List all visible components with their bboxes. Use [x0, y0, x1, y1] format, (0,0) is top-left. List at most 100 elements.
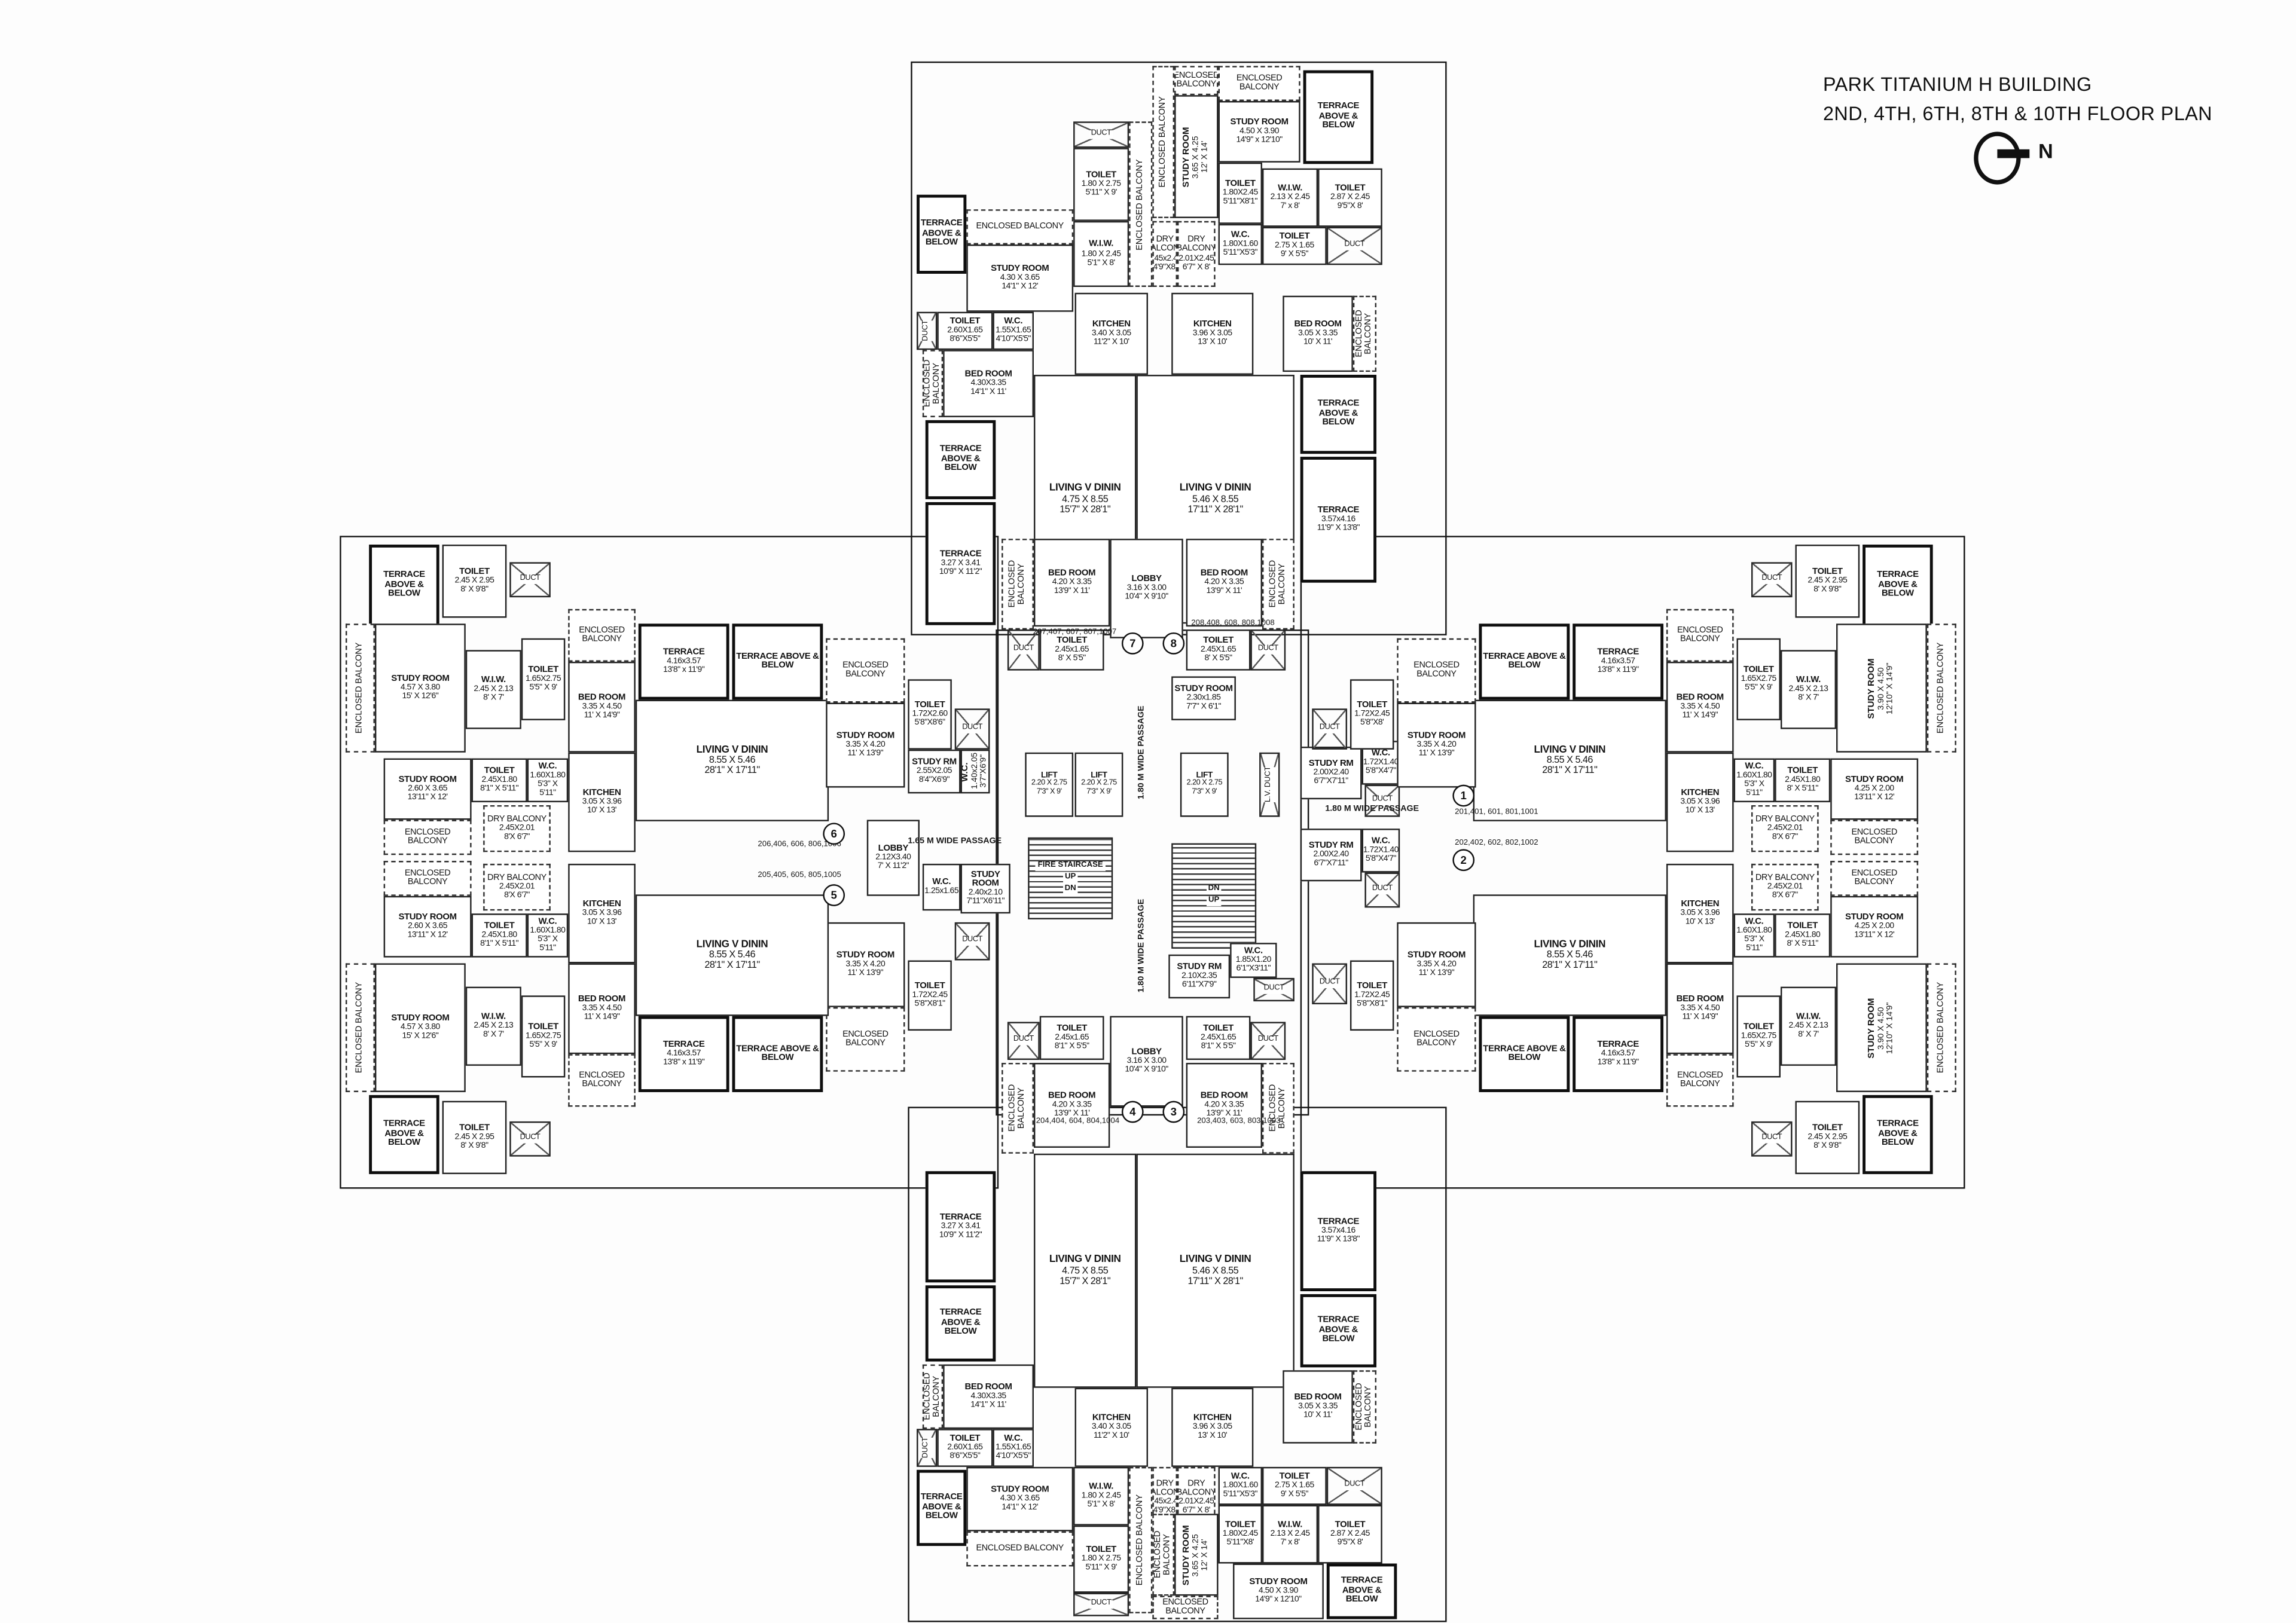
encbal-sm-2: ENCLOSED BALCONY	[1830, 861, 1919, 896]
wc-125-5-name: W.C.	[932, 876, 951, 887]
toilet-165-1-dim-ft: 5'5" X 9'	[1745, 684, 1773, 693]
toilet-2451-6-dim-ft: 8'1" X 5'11"	[480, 785, 519, 794]
fire-staircase-label: FIRE STAIRCASE	[1036, 862, 1106, 872]
duct-top-7-name: DUCT	[1089, 130, 1113, 139]
wc-1618-6-dim-ft: 5'3" X 5'11"	[538, 780, 558, 799]
encbal-vert-1-name: ENCLOSED BALCONY	[1937, 642, 1946, 734]
toilet-17245-2-dim-ft: 5'8"X8'1"	[1357, 1000, 1388, 1009]
drybal-5-name: DRY BALCONY	[487, 873, 546, 883]
encbal-c5-name: ENCLOSED BALCONY	[842, 1030, 889, 1049]
drybal-2-dim-ft: 8'X 6'7"	[1772, 891, 1798, 901]
lift-1-dim-ft: 7'3" X 9'	[1036, 787, 1062, 797]
encbal-vert-2: ENCLOSED BALCONY	[1926, 963, 1956, 1092]
encbal-mid-1-name: ENCLOSED BALCONY	[1677, 626, 1723, 644]
study-390-1-dim-ft: 12'10" X 14'9"	[1886, 662, 1895, 714]
lift-3-dim-ft: 7'3" X 9'	[1192, 787, 1217, 797]
duct-c6: DUCT	[954, 708, 990, 750]
duct-8-name: DUCT	[1342, 241, 1366, 250]
encbal-sr-name: ENCLOSED BALCONY	[1269, 1084, 1287, 1132]
study-vert-3-dim-m: 3.65 X 4.25	[1192, 1533, 1201, 1576]
bedroom-sl-dim-ft: 13'9" X 11'	[1054, 1109, 1090, 1119]
lobby-north-dim-m: 3.16 X 3.00	[1126, 584, 1167, 594]
toilet-260-7-name: TOILET	[949, 316, 981, 326]
bedroom-sl-name: BED ROOM	[1048, 1090, 1096, 1101]
bedroom-335-2-name: BED ROOM	[1676, 994, 1724, 1004]
bedroom-335-1-dim-m: 3.35 X 4.50	[1680, 702, 1720, 712]
toilet-165-2-dim-m: 1.65X2.75	[1741, 1032, 1777, 1041]
study-335-1-dim-m: 3.35 X 4.20	[1416, 741, 1457, 750]
toilet-245295-5-dim-ft: 8' X 9'8"	[460, 1142, 488, 1151]
duct-nl-name: DUCT	[1012, 645, 1036, 655]
u1-list: 201,401, 601, 801,1001	[1455, 808, 1538, 817]
lobby-west-dim-ft: 7' X 11'2"	[877, 862, 909, 872]
living-3-dim-ft: 17'11" X 28'1"	[1187, 1276, 1244, 1286]
u7-list: 207,407, 607, 807,1007	[1033, 628, 1117, 637]
duct-1-name: DUCT	[1760, 575, 1784, 584]
wiw-5-dim-ft: 8' X 7'	[483, 1031, 504, 1040]
bedroom-305-3-dim-m: 3.05 X 3.35	[1298, 1402, 1338, 1412]
unit-circle-1: 1	[1452, 784, 1475, 807]
studyrm-200-1-dim-m: 2.00X2.40	[1313, 769, 1349, 778]
wiw-8-dim-m: 2.13 X 2.45	[1270, 193, 1310, 203]
encbal2-3: ENCLOSED BALCONY	[1352, 1370, 1377, 1444]
wc-1816-3-dim-m: 1.80X1.60	[1222, 1481, 1259, 1491]
duct-6: DUCT	[509, 562, 551, 598]
passage-north: 1.80 M WIDE PASSAGE	[1137, 705, 1147, 800]
building-title: PARK TITANIUM H BUILDING	[1822, 73, 2092, 96]
duct-1: DUCT	[1751, 562, 1793, 598]
studyrm-200-1-dim-ft: 6'7"X7'11"	[1314, 777, 1348, 787]
studyrm-255-6-dim-ft: 8'4"X6'9"	[918, 776, 950, 785]
toilet-165-5-dim-m: 1.65X2.75	[525, 1032, 561, 1041]
living-5-name: LIVING V DININ	[696, 939, 768, 950]
living-2-name: LIVING V DININ	[1534, 939, 1606, 950]
toilet-180275-7-name: TOILET	[1086, 169, 1116, 180]
bedroom-335-5-dim-m: 3.35 X 4.50	[582, 1004, 622, 1014]
encbal-vert-7-name: ENCLOSED BALCONY	[1136, 158, 1145, 250]
toilet-165-1-name: TOILET	[1743, 664, 1774, 675]
toilet-165-2-dim-ft: 5'5" X 9'	[1745, 1041, 1773, 1050]
drybal-2-name: DRY BALCONY	[1755, 873, 1815, 883]
encbal-vert-4-name: ENCLOSED BALCONY	[1136, 1494, 1145, 1586]
passage-west: 1.65 M WIDE PASSAGE	[908, 837, 1002, 846]
study-430-4-dim-ft: 14'1" X 12'	[1002, 1503, 1039, 1513]
encbal-c1: ENCLOSED BALCONY	[1397, 638, 1476, 703]
terrace-ab2-5: TERRACE ABOVE & BELOW	[732, 1016, 823, 1092]
toilet-nr-name: TOILET	[1203, 635, 1234, 646]
kitchen-3-dim-m: 3.96 X 3.05	[1192, 1423, 1232, 1432]
study-450-3-dim-ft: 14'9" x 12'10"	[1255, 1596, 1302, 1605]
study-335-2-dim-ft: 11' X 13'9"	[1418, 969, 1455, 979]
wiw-1-name: W.I.W.	[1796, 674, 1821, 685]
lift-2-dim-m: 2.20 X 2.75	[1081, 779, 1117, 788]
bedroom-305-8-dim-ft: 10' X 11'	[1303, 338, 1333, 347]
terrace-327-4-dim-m: 3.27 X 3.41	[941, 1222, 981, 1232]
terrace-416-1-name: TERRACE	[1597, 646, 1639, 657]
terrace-357-3-dim-ft: 11'9" X 13'8"	[1317, 1236, 1360, 1245]
duct-c1: DUCT	[1364, 784, 1400, 817]
toilet-sl-dim-ft: 8'1" X 5'5"	[1054, 1043, 1089, 1052]
unit-circle-6: 6	[823, 823, 845, 845]
wiw-7-dim-m: 1.80 X 2.45	[1081, 250, 1121, 259]
terrace-416-6-dim-m: 4.16x3.57	[667, 658, 701, 667]
encbal-nl: ENCLOSED BALCONY	[1002, 539, 1034, 630]
bedroom-305-3-name: BED ROOM	[1294, 1392, 1342, 1402]
terrace-ab2-1-name: TERRACE ABOVE & BELOW	[1483, 650, 1566, 671]
toilet-245295-5-name: TOILET	[459, 1122, 490, 1133]
wc-140205-6-dim-ft: 3'7"X6'9"	[979, 754, 989, 788]
unit-circle-7: 7	[1121, 632, 1144, 655]
encbal-sm-5: ENCLOSED BALCONY	[383, 861, 472, 896]
wc-155-7-dim-ft: 4'10"X5'5"	[996, 335, 1031, 345]
encbal-c2-name: ENCLOSED BALCONY	[1413, 1030, 1460, 1049]
wc-1618-5-dim-m: 1.60X1.80	[530, 927, 566, 936]
